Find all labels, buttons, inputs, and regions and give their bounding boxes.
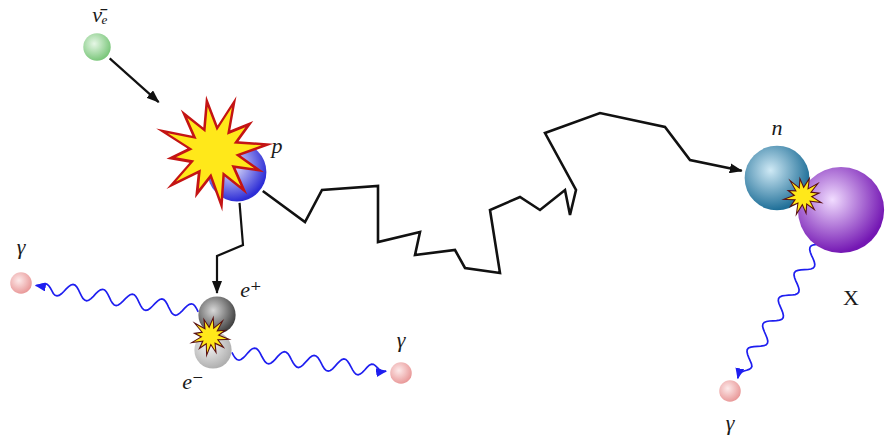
particle-label: p <box>272 135 283 157</box>
photon-sphere <box>10 272 32 294</box>
photon-node: γ <box>10 272 32 294</box>
zigzag-path <box>263 113 742 273</box>
star-p <box>153 87 282 219</box>
particle-label: γ <box>17 236 26 258</box>
particle-arrow <box>110 58 159 102</box>
antineutrino-node: ν̄ₑ <box>83 33 111 61</box>
positron-sphere <box>198 296 236 334</box>
particle-label: ν̄ₑ <box>92 4 108 26</box>
star-annihilation <box>187 312 236 362</box>
photon-sphere <box>719 380 741 402</box>
photon-wave <box>36 284 198 316</box>
antineutrino-sphere <box>83 33 111 61</box>
positron-node: e⁺ <box>198 296 236 334</box>
particle-arrow <box>217 203 243 293</box>
particle-label: γ <box>726 412 735 434</box>
electron-sphere <box>194 331 232 369</box>
photon-wave <box>232 348 386 375</box>
nucleus-node: X <box>797 166 885 254</box>
particle-label: n <box>772 117 783 139</box>
particle-label: e⁺ <box>240 279 261 301</box>
particle-label: X <box>843 287 859 309</box>
photon-wave <box>738 244 820 378</box>
photon-node: γ <box>390 362 412 384</box>
proton-sphere <box>207 142 267 202</box>
photon-sphere <box>390 362 412 384</box>
particle-label: γ <box>397 329 406 351</box>
photon-node: γ <box>719 380 741 402</box>
star-capture <box>777 170 831 225</box>
proton-node: p <box>207 142 267 202</box>
nucleus-sphere <box>797 166 885 254</box>
electron-node: e⁻ <box>194 331 232 369</box>
particle-label: e⁻ <box>182 371 203 393</box>
